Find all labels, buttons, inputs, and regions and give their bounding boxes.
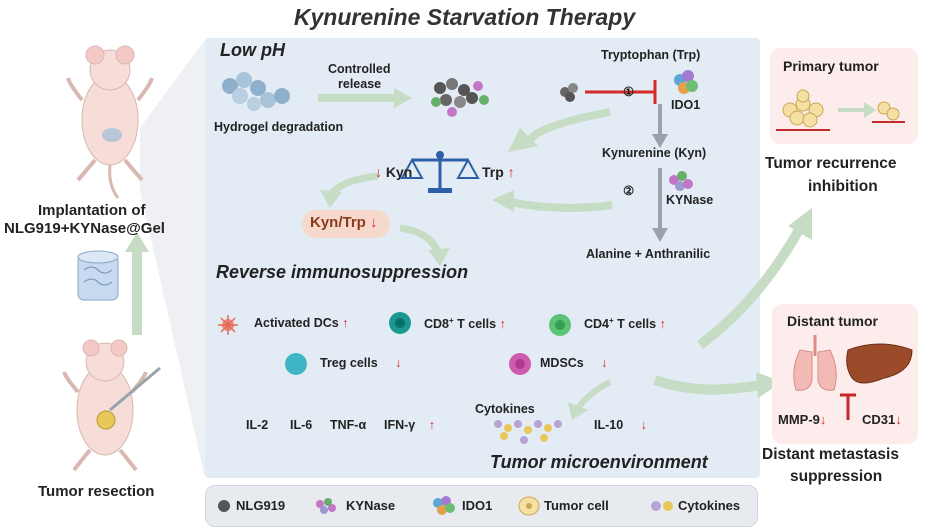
cd8-label: CD8+ T cells ↑ [424, 316, 506, 332]
kyn-label: ↓ Kyn [375, 164, 413, 180]
drug-cluster-illustration [431, 78, 489, 117]
kyn-trp-pill [302, 210, 390, 238]
lungs-icon [793, 335, 837, 391]
mechanism-panel [205, 38, 760, 478]
activated-dcs-label: Activated DCs ↑ [254, 316, 349, 330]
kynurenine-label: Kynurenine (Kyn) [602, 146, 707, 160]
recurrence-label-line1: Tumor recurrence [765, 155, 897, 172]
hydrogel-cylinder-illustration [77, 250, 119, 301]
to-metastasis-arrow [653, 375, 761, 395]
il10-label: IL-10 ↓ [594, 418, 647, 432]
legend-cytokines: Cytokines [678, 498, 741, 513]
release-arrow-shaft [318, 94, 396, 102]
recurrence-label-line2: inhibition [808, 178, 878, 195]
step-1-marker: ① [623, 85, 635, 99]
tryptophan-label: Tryptophan (Trp) [601, 48, 701, 62]
primary-tumor-box [770, 48, 918, 144]
liver-icon [846, 343, 913, 384]
ido1-protein-illustration [674, 70, 698, 94]
distant-tumor-label: Distant tumor [787, 313, 878, 329]
page-title: Kynurenine Starvation Therapy [293, 4, 636, 30]
il2-label: IL-2 [246, 418, 269, 432]
low-ph-label: Low pH [220, 40, 285, 60]
trp-label: Trp ↑ [482, 164, 515, 180]
legend-bar: NLG919 KYNase IDO1 Tumor cell Cytokines [205, 485, 758, 527]
hydrogel-particles-illustration [222, 72, 290, 111]
ido1-legend-icon [433, 496, 455, 515]
trp-up-arrow: ↑ [507, 164, 515, 180]
controlled-release-line1: Controlled [328, 62, 391, 76]
legend-icons [218, 496, 673, 516]
kynase-label: KYNase [666, 193, 714, 207]
mouse-bottom-illustration [62, 339, 161, 472]
kynase-legend-icon [316, 498, 336, 514]
cd4-label: CD4+ T cells ↑ [584, 316, 666, 332]
hydrogel-degradation-label: Hydrogel degradation [214, 120, 344, 134]
il6-label: IL-6 [290, 418, 313, 432]
to-recurrence-arrow [696, 225, 805, 349]
activated-dc-icon [218, 315, 238, 335]
up-arrow-head [125, 232, 149, 252]
ido1-label: IDO1 [671, 98, 701, 112]
balance-scale-icon [400, 151, 480, 193]
kyn-trp-label: Kyn/Trp ↓ [310, 214, 378, 231]
ifn-label: IFN-γ ↑ [384, 418, 435, 432]
kyn-down-arrow: ↓ [375, 164, 382, 180]
implantation-label-line2: NLG919+KYNase@Gel [4, 220, 165, 237]
kynase-protein-illustration [669, 171, 693, 191]
legend-ido1: IDO1 [462, 498, 493, 513]
alanine-label: Alanine + Anthranilic [586, 247, 711, 261]
reverse-immunosuppression-label: Reverse immunosuppression [216, 262, 469, 282]
treg-label: Treg cells ↓ [320, 356, 402, 370]
nlg919-legend-icon [218, 500, 230, 512]
tumor-microenvironment-label: Tumor microenvironment [490, 452, 708, 472]
mouse-top-illustration [66, 45, 154, 199]
resection-label: Tumor resection [38, 483, 155, 500]
mmp9-label: MMP-9↓ [778, 412, 827, 427]
legend-tumor-cell: Tumor cell [544, 498, 609, 513]
cytokines-legend-icon [651, 501, 673, 511]
legend-kynase: KYNase [346, 498, 396, 513]
step-2-marker: ② [623, 184, 635, 198]
controlled-release-line2: release [338, 77, 382, 91]
kyn-trp-down-arrow: ↓ [370, 214, 378, 231]
release-arrow-head [394, 88, 412, 108]
cytokines-label: Cytokines [475, 402, 535, 416]
up-arrow-shaft [132, 250, 142, 335]
tnf-label: TNF-α [330, 418, 367, 432]
mdscs-label: MDSCs ↓ [540, 356, 608, 370]
legend-nlg919: NLG919 [236, 498, 286, 513]
zoom-wedge [140, 40, 205, 478]
cd31-label: CD31↓ [862, 412, 902, 427]
implantation-label-line1: Implantation of [38, 202, 146, 219]
metastasis-label-line2: suppression [790, 468, 883, 485]
metastasis-label-line1: Distant metastasis [762, 446, 899, 463]
treg-cell-icon [285, 353, 307, 375]
cytokines-illustration [494, 420, 562, 444]
primary-tumor-label: Primary tumor [783, 58, 879, 74]
